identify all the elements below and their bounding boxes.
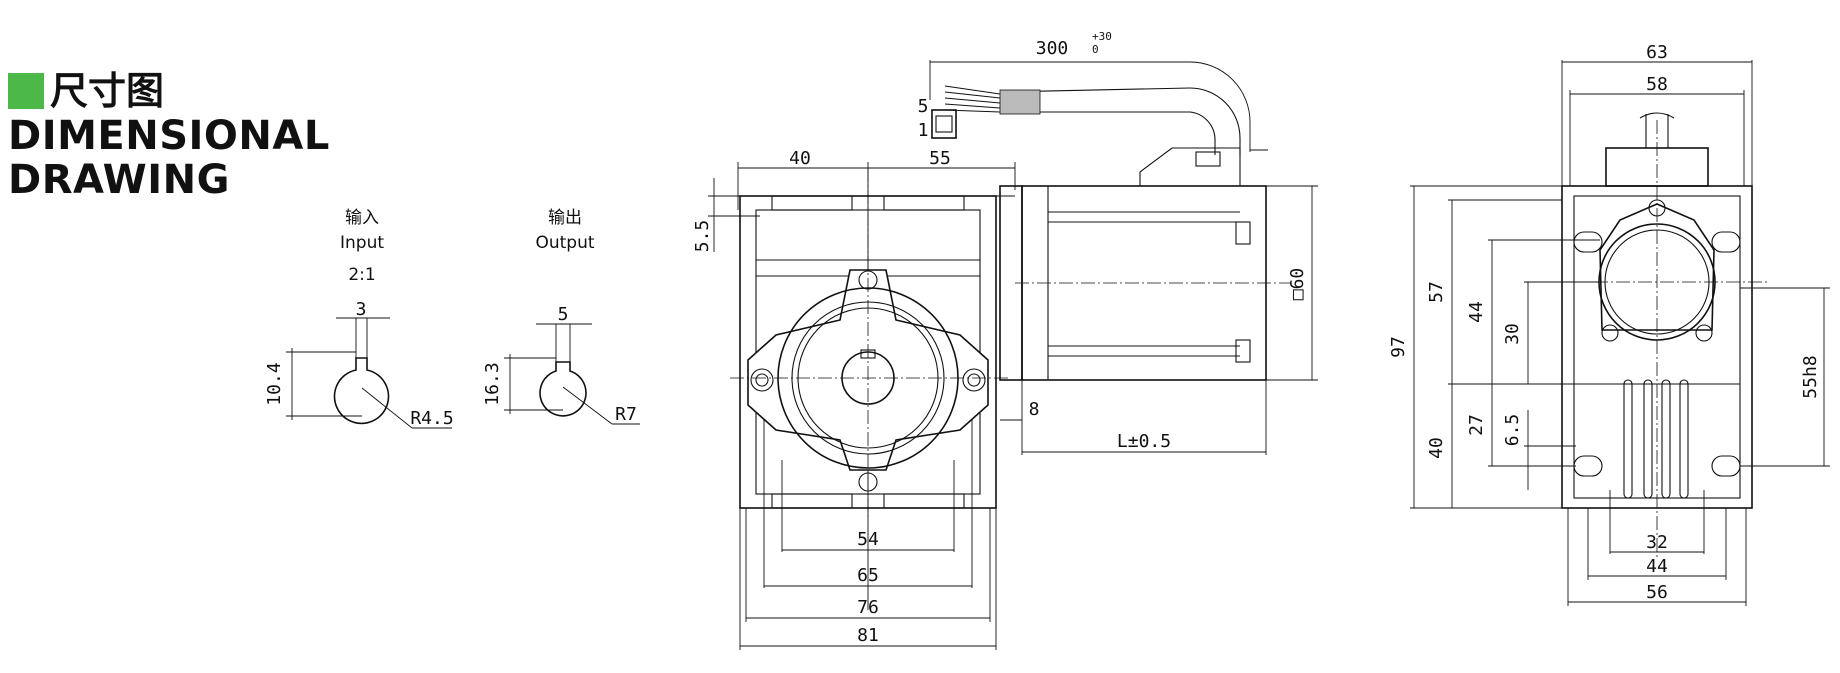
- dim-55h8: 55h8: [1800, 355, 1821, 398]
- dim-65: 65: [857, 565, 879, 586]
- output-height: 16.3: [482, 362, 503, 405]
- dim-58: 58: [1646, 74, 1668, 95]
- output-label-en: Output: [535, 233, 594, 253]
- dim-32: 32: [1646, 532, 1668, 553]
- dim-57: 57: [1426, 281, 1447, 303]
- output-label-cn: 输出: [548, 208, 582, 228]
- dim-40-vertical: 40: [1426, 437, 1447, 459]
- input-label-cn: 输入: [345, 208, 379, 228]
- dim-44-horizontal: 44: [1646, 556, 1668, 577]
- front-view: 300 +30 0 5 1 40 55 5.5: [692, 30, 1318, 650]
- dim-63: 63: [1646, 42, 1668, 63]
- input-height: 10.4: [264, 362, 285, 405]
- pin-5: 5: [918, 96, 929, 117]
- title-english-line2: DRAWING: [8, 157, 230, 203]
- dim-55: 55: [929, 148, 951, 169]
- green-square-icon: [8, 73, 44, 109]
- cable-length: 300: [1036, 38, 1069, 59]
- dim-30: 30: [1502, 323, 1523, 345]
- cable-tol-upper: +30: [1092, 30, 1112, 43]
- input-key-width: 3: [356, 299, 367, 320]
- pin-1: 1: [918, 120, 929, 141]
- side-view: 63 58 97: [1388, 42, 1830, 606]
- input-ratio: 2:1: [348, 265, 375, 285]
- dim-5-5: 5.5: [692, 220, 713, 253]
- title-english-line1: DIMENSIONAL: [8, 113, 330, 159]
- dim-40: 40: [789, 148, 811, 169]
- dim-6-5: 6.5: [1502, 414, 1523, 447]
- dim-square-60: □60: [1287, 268, 1308, 301]
- output-key-width: 5: [558, 304, 569, 325]
- dim-27: 27: [1466, 414, 1487, 436]
- input-radius: R4.5: [410, 408, 453, 429]
- dim-8: 8: [1029, 399, 1040, 420]
- title-chinese: 尺寸图: [50, 69, 165, 113]
- dim-81: 81: [857, 625, 879, 646]
- dim-44-vertical: 44: [1466, 301, 1487, 323]
- output-shaft-section: 输出 Output 5 16.3 R7: [482, 208, 640, 425]
- input-label-en: Input: [340, 233, 384, 253]
- dim-97: 97: [1388, 336, 1409, 358]
- cable-tol-lower: 0: [1092, 43, 1099, 56]
- input-shaft-section: 输入 Input 2:1 3 10.4 R4.5: [264, 208, 454, 429]
- output-radius: R7: [615, 404, 637, 425]
- dim-76: 76: [857, 597, 879, 618]
- dim-54: 54: [857, 529, 879, 550]
- dim-L: L±0.5: [1117, 431, 1171, 452]
- header-title-row: 尺寸图: [8, 68, 330, 114]
- drawing-header: 尺寸图 DIMENSIONAL DRAWING: [8, 68, 330, 202]
- dim-56: 56: [1646, 582, 1668, 603]
